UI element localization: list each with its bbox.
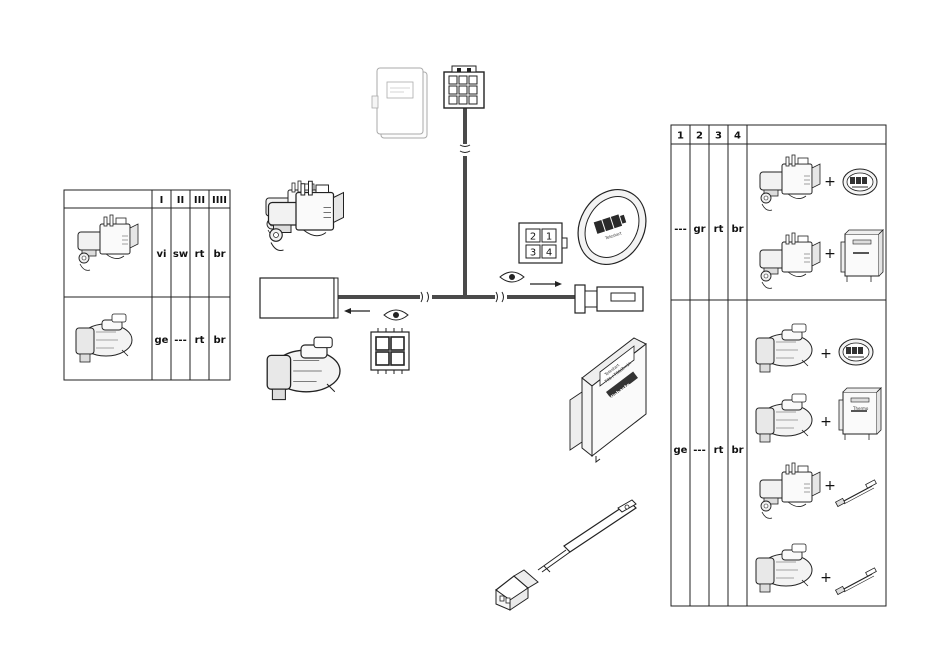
right-row2-cell4: br bbox=[731, 445, 743, 456]
combo-heater-pro bbox=[756, 394, 812, 442]
left-row2-cell1: ge bbox=[155, 335, 169, 346]
right-row2-cell1: ge bbox=[674, 445, 688, 456]
pin-label: 1 bbox=[546, 232, 552, 243]
heater-thermo-top-image bbox=[78, 215, 138, 270]
combo-telestart bbox=[843, 169, 877, 195]
left-header-3: III bbox=[194, 195, 205, 206]
combo-heater-pro bbox=[756, 544, 812, 592]
connector-4pin-face bbox=[371, 328, 409, 374]
connector-right-pinout: 2 1 3 4 bbox=[519, 223, 567, 263]
left-table: I II III IIII vi sw rt br ge --- rt br bbox=[64, 190, 230, 380]
left-header-2: II bbox=[177, 195, 184, 206]
pin-label: 3 bbox=[530, 248, 536, 259]
plus-sign: + bbox=[820, 346, 832, 362]
left-row2-cell3: rt bbox=[195, 335, 205, 346]
left-row1-cell3: rt bbox=[195, 249, 205, 260]
arrow-right-icon bbox=[530, 281, 562, 287]
combo-heater-top bbox=[760, 463, 820, 518]
right-row2-cell2: --- bbox=[693, 445, 705, 456]
combo-timer bbox=[839, 388, 881, 440]
heater-thermo-pro-center bbox=[267, 337, 340, 399]
plus-sign: + bbox=[820, 414, 832, 430]
right-row1-cell4: br bbox=[731, 224, 743, 235]
left-row2-cell4: br bbox=[213, 335, 225, 346]
pin-label: 2 bbox=[530, 232, 536, 243]
right-row1-cell2: gr bbox=[693, 224, 705, 235]
timer-module-grey bbox=[372, 68, 427, 138]
right-header-1: 1 bbox=[677, 131, 684, 142]
left-row1-cell2: sw bbox=[173, 249, 188, 260]
combo-heater-top bbox=[760, 233, 820, 288]
combo-sensor bbox=[836, 568, 877, 595]
plus-sign: + bbox=[820, 570, 832, 586]
plus-sign: + bbox=[824, 478, 836, 494]
combo-heater-pro bbox=[756, 324, 812, 372]
wire-break-icon bbox=[460, 145, 470, 153]
combo-heater-top bbox=[760, 155, 820, 210]
eye-icon bbox=[500, 272, 524, 282]
right-header-4: 4 bbox=[734, 131, 741, 142]
left-row2-cell2: --- bbox=[174, 335, 186, 346]
eye-icon bbox=[384, 310, 408, 320]
left-header-1: I bbox=[160, 195, 164, 206]
temperature-sensor bbox=[496, 500, 636, 610]
combo-telestart bbox=[839, 339, 873, 365]
connector-12pin bbox=[444, 66, 484, 108]
telestart-receiver: Telestart T91 / T90/Zm1h Webasto bbox=[570, 338, 646, 462]
harness-plug-right bbox=[575, 285, 643, 313]
right-row2-cell3: rt bbox=[714, 445, 724, 456]
right-table: 1 2 3 4 --- gr rt br ge --- rt br + + + … bbox=[671, 125, 886, 606]
timer-label: Thermo bbox=[852, 406, 869, 411]
right-header-3: 3 bbox=[715, 131, 722, 142]
control-unit-box bbox=[260, 278, 338, 318]
wiring bbox=[337, 108, 575, 302]
pin-label: 4 bbox=[546, 248, 552, 259]
plus-sign: + bbox=[824, 246, 836, 262]
telestart-transmitter: Telestart bbox=[565, 177, 659, 277]
right-row1-cell1: --- bbox=[674, 224, 686, 235]
right-row1-cell3: rt bbox=[714, 224, 724, 235]
wire-break-icon bbox=[496, 292, 504, 302]
left-row1-cell4: br bbox=[213, 249, 225, 260]
combo-sensor bbox=[836, 480, 877, 507]
combo-timer bbox=[841, 230, 883, 282]
right-header-2: 2 bbox=[696, 131, 703, 142]
heater-thermo-pro-image bbox=[76, 314, 132, 362]
wire-break-icon bbox=[421, 292, 429, 302]
left-header-4: IIII bbox=[212, 195, 227, 206]
arrow-left-icon bbox=[344, 308, 370, 314]
left-row1-cell1: vi bbox=[157, 249, 167, 260]
plus-sign: + bbox=[824, 174, 836, 190]
